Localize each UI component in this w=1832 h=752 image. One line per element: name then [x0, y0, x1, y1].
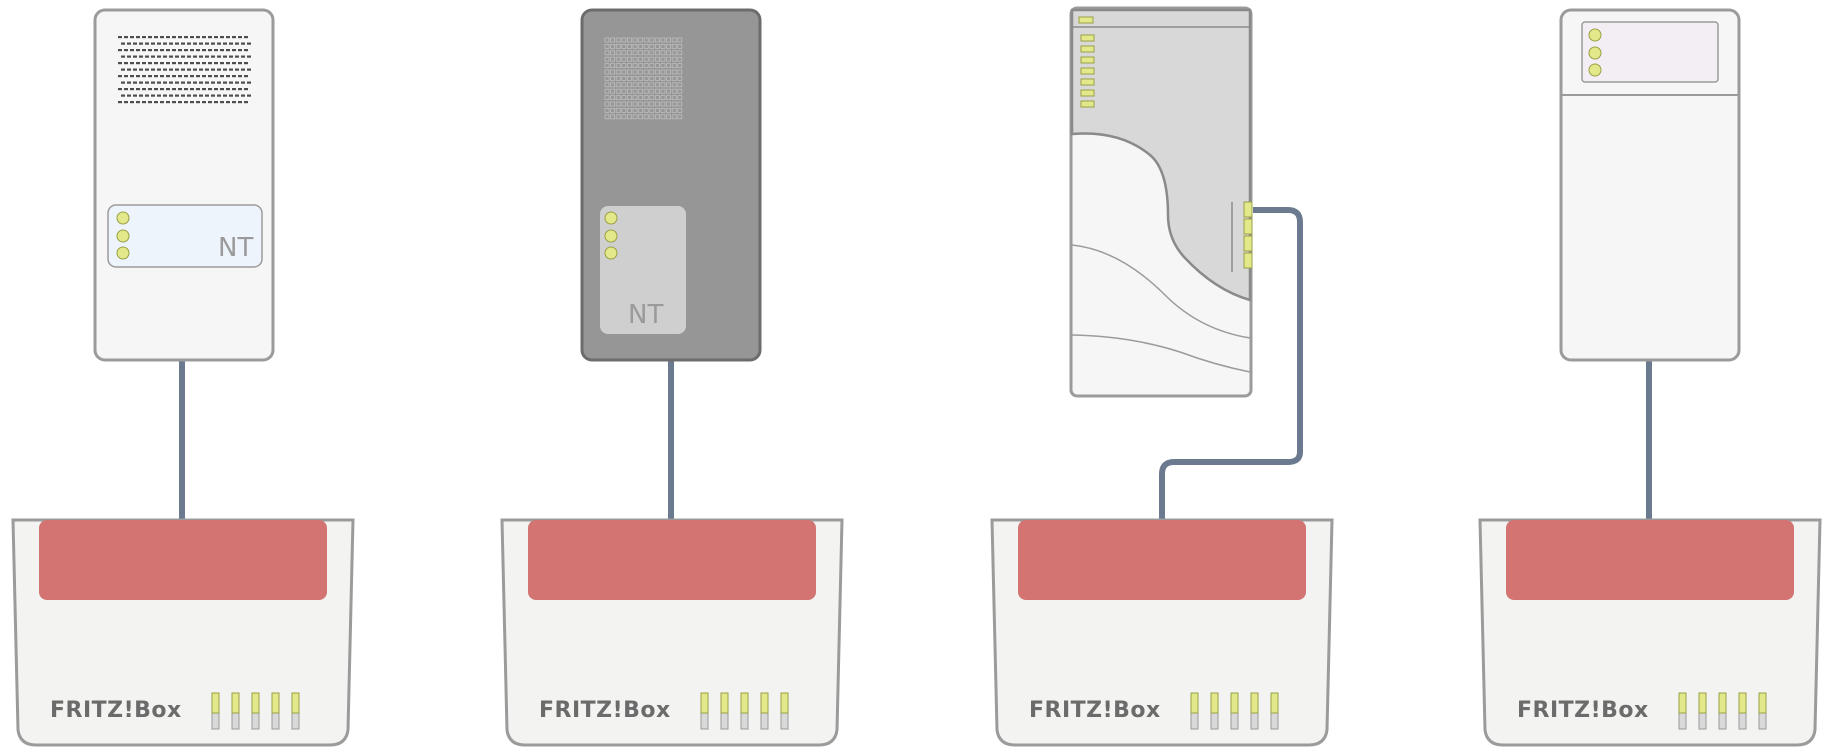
router-brand: FRITZ!Box: [539, 698, 671, 723]
scenario-4: FRITZ!Box: [1478, 8, 1822, 747]
port-leds: [1080, 34, 1095, 108]
led: [1588, 28, 1602, 42]
led: [116, 229, 130, 243]
led: [604, 229, 618, 243]
nt-device-white: NT: [93, 8, 275, 362]
vent-grille: [118, 36, 251, 104]
router-brand: FRITZ!Box: [1029, 698, 1161, 723]
nt-label: NT: [628, 300, 663, 330]
router-top-panel: [39, 520, 327, 600]
scenario-3: FRITZ!Box: [990, 6, 1334, 747]
router-top-panel: [1506, 520, 1794, 600]
router-4: FRITZ!Box: [1478, 518, 1822, 747]
status-panel: [1581, 21, 1719, 83]
router-top-panel: [1018, 520, 1306, 600]
led: [1588, 46, 1602, 60]
ont-device-white: [1559, 8, 1741, 362]
router-leds: [700, 692, 789, 730]
router-leds: [1678, 692, 1767, 730]
router-leds: [1190, 692, 1279, 730]
nt-panel: [107, 204, 263, 268]
vent-grille: [604, 37, 683, 120]
router-leds: [211, 692, 300, 730]
cable-3: [1159, 207, 1303, 520]
nt-label: NT: [218, 233, 253, 263]
side-ports: [1243, 201, 1253, 269]
led: [116, 246, 130, 260]
router-brand: FRITZ!Box: [1517, 698, 1649, 723]
nt-device-grey: NT: [580, 8, 762, 362]
router-3: FRITZ!Box: [990, 518, 1334, 747]
scenario-2: NT FRITZ!Box: [500, 8, 844, 747]
patch-panel-device: [1069, 6, 1253, 398]
scenario-1: NT FRITZ!Box: [11, 8, 355, 747]
router-brand: FRITZ!Box: [50, 698, 182, 723]
router-2: FRITZ!Box: [500, 518, 844, 747]
led: [604, 211, 618, 225]
router-1: FRITZ!Box: [11, 518, 355, 747]
led: [1588, 63, 1602, 77]
nt-panel: [600, 206, 686, 334]
router-top-panel: [528, 520, 816, 600]
led: [116, 211, 130, 225]
led: [604, 246, 618, 260]
